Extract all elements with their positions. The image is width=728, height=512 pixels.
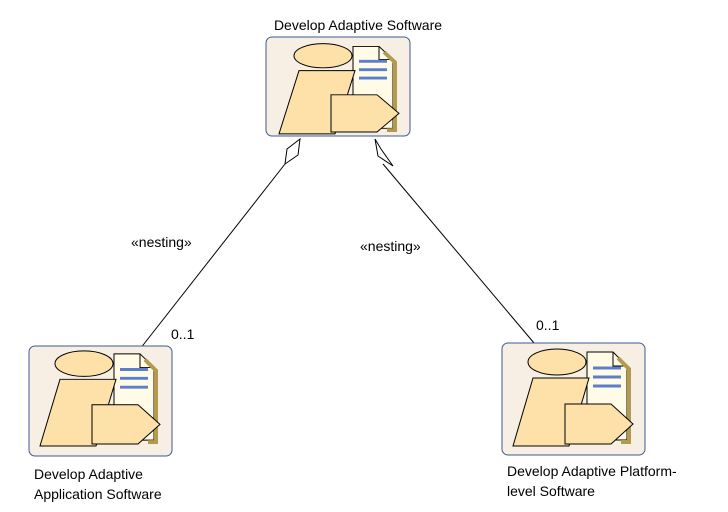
top-node-label: Develop Adaptive Software bbox=[273, 17, 443, 33]
right-edge-stereotype: «nesting» bbox=[360, 238, 421, 254]
node-develop-adaptive-platform-level-software[interactable] bbox=[501, 342, 646, 456]
right-node-label-line1: Develop Adaptive Platform- bbox=[507, 463, 677, 479]
right-node-label-line2: level Software bbox=[507, 483, 595, 499]
right-nesting-diamond bbox=[374, 138, 394, 167]
process-document-icon bbox=[277, 41, 401, 136]
node-develop-adaptive-software[interactable] bbox=[265, 36, 411, 137]
right-nesting-edge bbox=[382, 163, 535, 344]
left-node-label-line1: Develop Adaptive bbox=[34, 466, 143, 482]
node-develop-adaptive-application-software[interactable] bbox=[28, 345, 173, 457]
left-nesting-edge bbox=[139, 163, 286, 350]
process-document-icon bbox=[38, 348, 162, 448]
right-edge-multiplicity: 0..1 bbox=[536, 317, 560, 333]
left-edge-stereotype: «nesting» bbox=[131, 234, 192, 250]
left-nesting-diamond bbox=[284, 137, 301, 166]
left-node-label-line2: Application Software bbox=[34, 486, 162, 502]
process-document-icon bbox=[511, 347, 635, 448]
left-edge-multiplicity: 0..1 bbox=[171, 326, 195, 342]
